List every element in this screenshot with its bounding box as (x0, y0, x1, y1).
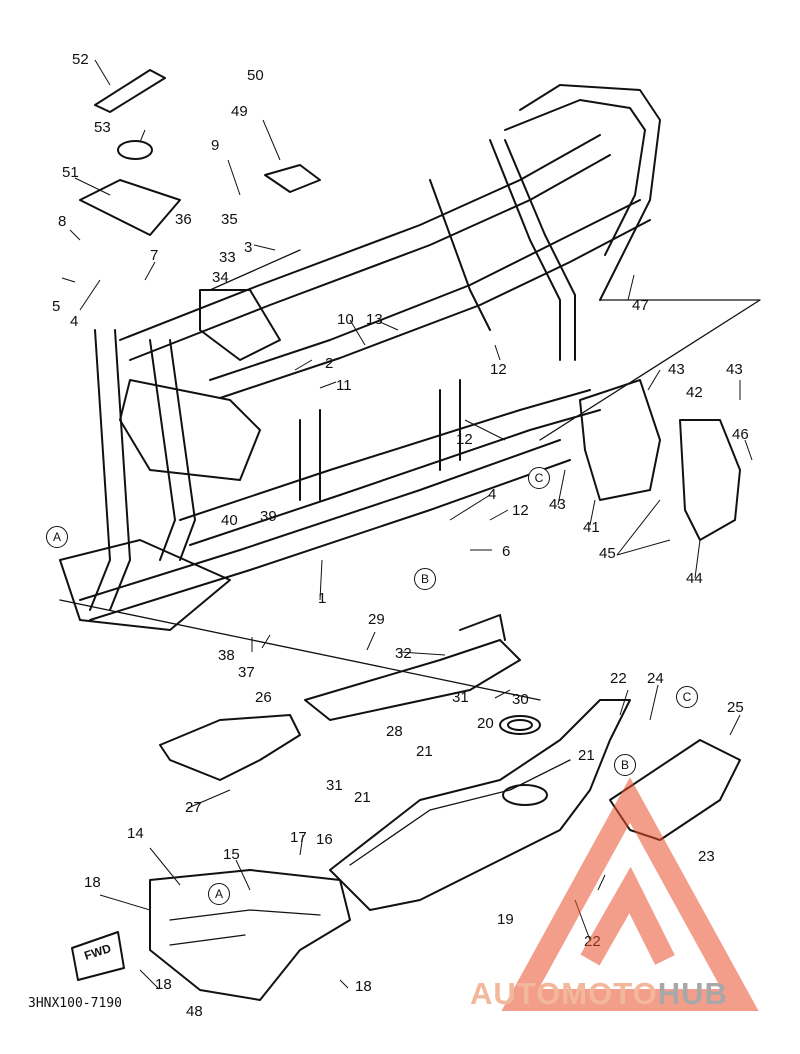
part-label-39: 39 (260, 508, 277, 525)
part-label-12a: 12 (490, 361, 507, 378)
callout-a-upper: A (46, 526, 68, 548)
part-label-18b: 18 (155, 976, 172, 993)
part-label-51: 51 (62, 164, 79, 181)
part-label-31a: 31 (452, 689, 469, 706)
part-label-21b: 21 (578, 747, 595, 764)
part-label-33: 33 (219, 249, 236, 266)
part-label-22a: 22 (610, 670, 627, 687)
part-label-23: 23 (698, 848, 715, 865)
part-label-35: 35 (221, 211, 238, 228)
part-label-48: 48 (186, 1003, 203, 1020)
part-label-3: 3 (244, 239, 253, 256)
part-label-21c: 21 (354, 789, 371, 806)
part-label-17: 17 (290, 829, 307, 846)
part-label-20: 20 (477, 715, 494, 732)
part-label-50: 50 (247, 67, 264, 84)
part-label-16: 16 (316, 831, 333, 848)
part-label-44: 44 (686, 570, 703, 587)
part-label-25: 25 (727, 699, 744, 716)
part-label-4a: 4 (70, 313, 79, 330)
part-label-28: 28 (386, 723, 403, 740)
part-label-37: 37 (238, 664, 255, 681)
part-label-46: 46 (732, 426, 749, 443)
part-label-18a: 18 (84, 874, 101, 891)
part-label-49: 49 (231, 103, 248, 120)
part-label-30: 30 (512, 691, 529, 708)
part-label-53: 53 (94, 119, 111, 136)
part-label-15: 15 (223, 846, 240, 863)
part-label-26: 26 (255, 689, 272, 706)
diagram-code: 3HNX100-7190 (28, 996, 122, 1011)
callout-c-lower: C (676, 686, 698, 708)
part-label-19: 19 (497, 911, 514, 928)
callout-a-lower: A (208, 883, 230, 905)
part-label-43b: 43 (726, 361, 743, 378)
part-label-18c: 18 (355, 978, 372, 995)
part-label-24: 24 (647, 670, 664, 687)
part-label-6: 6 (502, 543, 511, 560)
part-label-27: 27 (185, 799, 202, 816)
part-label-41: 41 (583, 519, 600, 536)
part-label-9: 9 (211, 137, 220, 154)
part-label-8: 8 (58, 213, 67, 230)
part-label-47: 47 (632, 297, 649, 314)
part-label-42: 42 (686, 384, 703, 401)
part-label-34: 34 (212, 269, 229, 286)
part-label-36: 36 (175, 211, 192, 228)
part-label-29: 29 (368, 611, 385, 628)
part-label-12b: 12 (456, 431, 473, 448)
callout-c-upper: C (528, 467, 550, 489)
part-label-7: 7 (150, 247, 159, 264)
part-label-31b: 31 (326, 777, 343, 794)
part-label-21a: 21 (416, 743, 433, 760)
part-label-11: 11 (336, 377, 352, 394)
part-label-38: 38 (218, 647, 235, 664)
part-label-52: 52 (72, 51, 89, 68)
callout-b-upper: B (414, 568, 436, 590)
part-label-40: 40 (221, 512, 238, 529)
part-label-14: 14 (127, 825, 144, 842)
part-label-45: 45 (599, 545, 616, 562)
part-label-10: 10 (337, 311, 354, 328)
part-label-43a: 43 (668, 361, 685, 378)
watermark-text: AUTOMOTOHUB (470, 976, 728, 1012)
part-label-43c: 43 (549, 496, 566, 513)
watermark-text-auto: AUTOMOTO (470, 976, 658, 1011)
watermark-text-hub: HUB (657, 976, 728, 1011)
part-label-4b: 4 (488, 486, 497, 503)
part-label-1: 1 (318, 590, 327, 607)
part-label-13: 13 (366, 311, 383, 328)
callout-b-lower: B (614, 754, 636, 776)
part-label-5: 5 (52, 298, 61, 315)
part-label-12c: 12 (512, 502, 529, 519)
part-label-2: 2 (325, 355, 334, 372)
part-label-32: 32 (395, 645, 412, 662)
